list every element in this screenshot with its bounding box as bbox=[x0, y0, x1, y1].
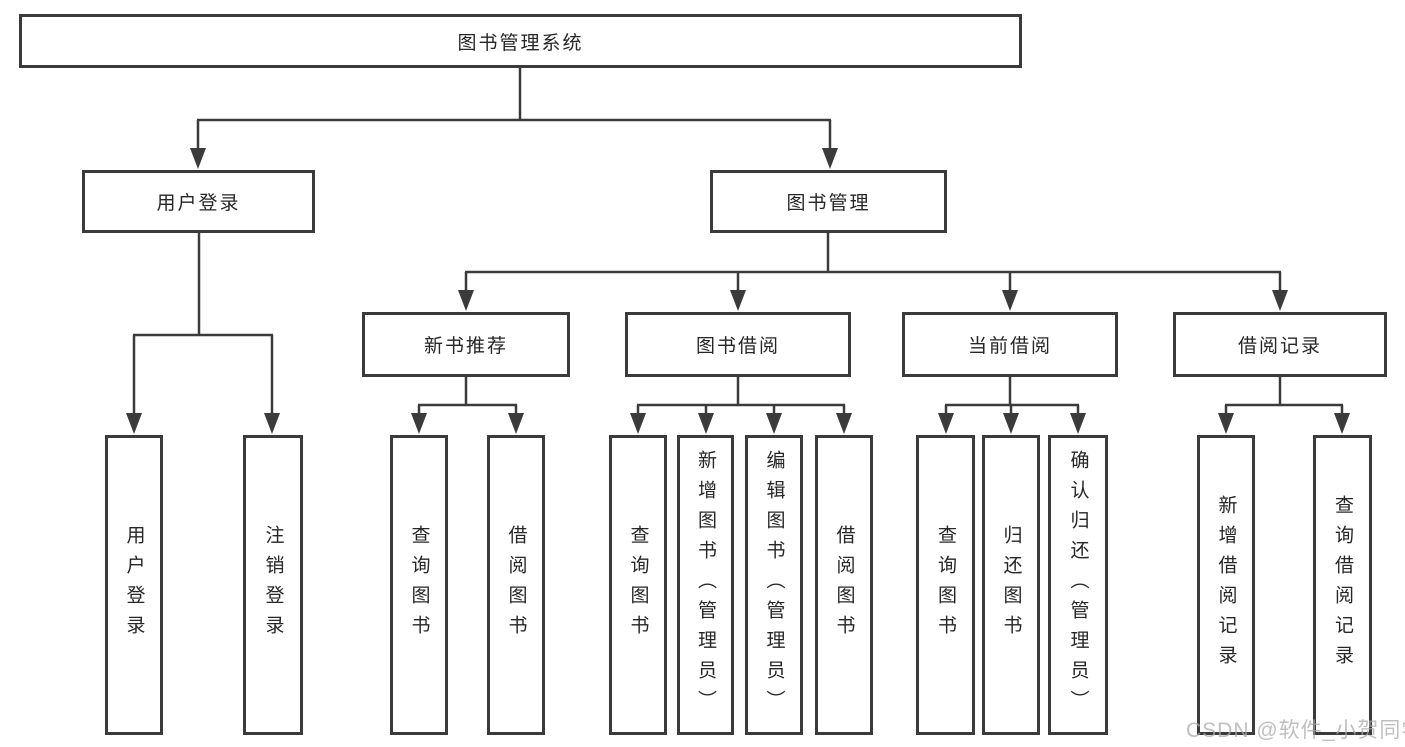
leaf-borrow-borrow-books: 借阅图书 bbox=[815, 435, 873, 735]
leaf-logout: 注销登录 bbox=[243, 435, 303, 735]
node-book-management: 图书管理 bbox=[710, 170, 947, 233]
watermark: CSDN @软件_小贺同学 bbox=[1186, 719, 1405, 742]
leaf-recommend-borrow-books: 借阅图书 bbox=[487, 435, 545, 735]
leaf-borrow-edit-books-admin: 编辑图书（管理员） bbox=[745, 435, 803, 735]
leaf-recommend-query-books: 查询图书 bbox=[390, 435, 448, 735]
leaf-records-add-record: 新增借阅记录 bbox=[1197, 435, 1255, 735]
node-user-login: 用户登录 bbox=[82, 170, 315, 233]
leaf-current-query-books: 查询图书 bbox=[916, 435, 975, 735]
node-borrow-records: 借阅记录 bbox=[1173, 312, 1387, 377]
node-new-book-recommend: 新书推荐 bbox=[362, 312, 570, 377]
leaf-current-confirm-return-admin: 确认归还（管理员） bbox=[1048, 435, 1108, 735]
leaf-current-return-books: 归还图书 bbox=[982, 435, 1040, 735]
node-book-borrow: 图书借阅 bbox=[625, 312, 851, 377]
node-current-borrow: 当前借阅 bbox=[902, 312, 1118, 377]
leaf-borrow-add-books-admin: 新增图书（管理员） bbox=[677, 435, 734, 735]
leaf-user-login: 用户登录 bbox=[105, 435, 163, 735]
node-root-library-system: 图书管理系统 bbox=[19, 14, 1022, 68]
leaf-borrow-query-books: 查询图书 bbox=[609, 435, 667, 735]
leaf-records-query-record: 查询借阅记录 bbox=[1313, 435, 1372, 735]
